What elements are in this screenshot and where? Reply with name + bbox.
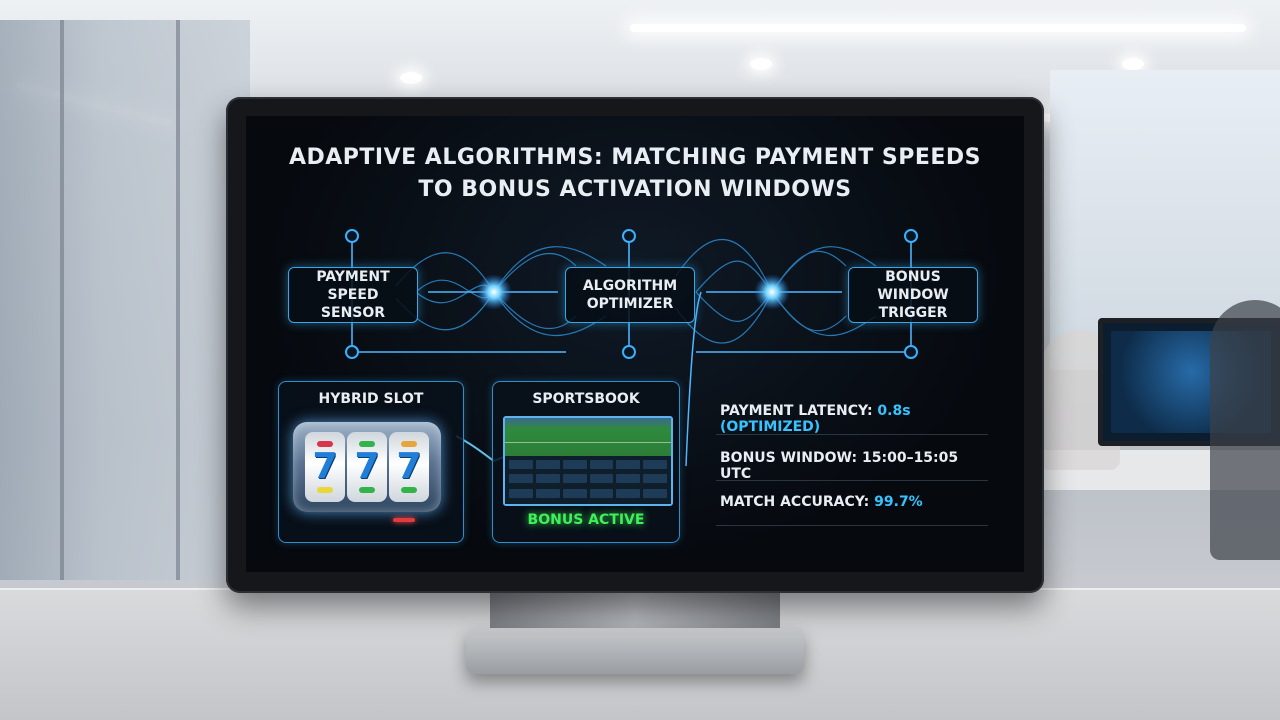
slot-machine-icon: 7 7 7 bbox=[293, 422, 441, 512]
flow-junction-icon bbox=[476, 274, 512, 310]
glass-mullion bbox=[176, 20, 180, 580]
monitor-screen: ADAPTIVE ALGORITHMS: MATCHING PAYMENT SP… bbox=[246, 116, 1024, 572]
node-bonus-window-trigger[interactable]: BONUS WINDOW TRIGGER bbox=[848, 267, 978, 323]
stat-label: MATCH ACCURACY: bbox=[720, 494, 875, 510]
connector-dot-icon bbox=[622, 229, 636, 243]
monitor-base bbox=[466, 628, 804, 674]
slot-reel: 7 bbox=[305, 432, 345, 502]
node-label: ALGORITHM OPTIMIZER bbox=[582, 278, 678, 312]
stat-divider bbox=[716, 434, 988, 435]
stat-value: 99.7% bbox=[874, 494, 923, 510]
title-line-1: ADAPTIVE ALGORITHMS: MATCHING PAYMENT SP… bbox=[288, 145, 982, 170]
stat-label: BONUS WINDOW: bbox=[720, 450, 862, 466]
slot-reel: 7 bbox=[347, 432, 387, 502]
node-payment-speed-sensor[interactable]: PAYMENT SPEED SENSOR bbox=[288, 267, 418, 323]
glass-mullion bbox=[60, 20, 64, 580]
ceiling-spotlight bbox=[750, 58, 772, 70]
glass-wall bbox=[0, 20, 250, 580]
node-label: BONUS WINDOW TRIGGER bbox=[877, 269, 949, 321]
connector-dot-icon bbox=[345, 229, 359, 243]
football-pitch bbox=[505, 418, 671, 456]
node-label: PAYMENT SPEED SENSOR bbox=[316, 269, 390, 321]
panel-title: HYBRID SLOT bbox=[318, 391, 424, 407]
pitch-line bbox=[505, 442, 671, 443]
connector-dot-icon bbox=[345, 345, 359, 359]
screen-title: ADAPTIVE ALGORITHMS: MATCHING PAYMENT SP… bbox=[246, 142, 1024, 206]
connector-dot-icon bbox=[904, 229, 918, 243]
connector-dot-icon bbox=[904, 345, 918, 359]
ceiling-spotlight bbox=[400, 72, 422, 84]
sportsbook-screen-icon bbox=[503, 416, 673, 506]
node-algorithm-optimizer[interactable]: ALGORITHM OPTIMIZER bbox=[565, 267, 695, 323]
stat-payment-latency: PAYMENT LATENCY: 0.8s (OPTIMIZED) bbox=[720, 403, 988, 435]
stat-bonus-window: BONUS WINDOW: 15:00–15:05 UTC bbox=[720, 450, 988, 482]
reel-symbol: 7 bbox=[354, 446, 380, 487]
ceiling-spotlight bbox=[1122, 58, 1144, 70]
slot-reel: 7 bbox=[389, 432, 429, 502]
hybrid-slot-panel[interactable]: HYBRID SLOT 7 7 7 bbox=[278, 381, 464, 543]
reel-symbol: 7 bbox=[312, 446, 338, 487]
slot-led bbox=[393, 518, 415, 522]
reel-symbol: 7 bbox=[396, 446, 422, 487]
monitor-stand bbox=[490, 590, 780, 630]
background-person bbox=[1210, 300, 1280, 560]
flow-connections bbox=[345, 229, 918, 467]
stat-label: PAYMENT LATENCY: bbox=[720, 403, 878, 419]
stat-match-accuracy: MATCH ACCURACY: 99.7% bbox=[720, 494, 988, 510]
bonus-active-status: BONUS ACTIVE bbox=[527, 512, 645, 528]
stat-divider bbox=[716, 480, 988, 481]
ceiling-light bbox=[630, 24, 1246, 32]
title-line-2: TO BONUS ACTIVATION WINDOWS bbox=[418, 177, 852, 202]
stat-value: 0.8s (OPTIMIZED) bbox=[720, 403, 911, 435]
panel-title: SPORTSBOOK bbox=[532, 391, 640, 407]
stat-value: 15:00–15:05 UTC bbox=[720, 450, 959, 482]
flow-junction-icon bbox=[754, 274, 790, 310]
stat-divider bbox=[716, 525, 988, 526]
odds-grid bbox=[505, 456, 671, 504]
connector-dot-icon bbox=[622, 345, 636, 359]
sportsbook-panel[interactable]: SPORTSBOOK BONUS ACTIVE bbox=[492, 381, 680, 543]
